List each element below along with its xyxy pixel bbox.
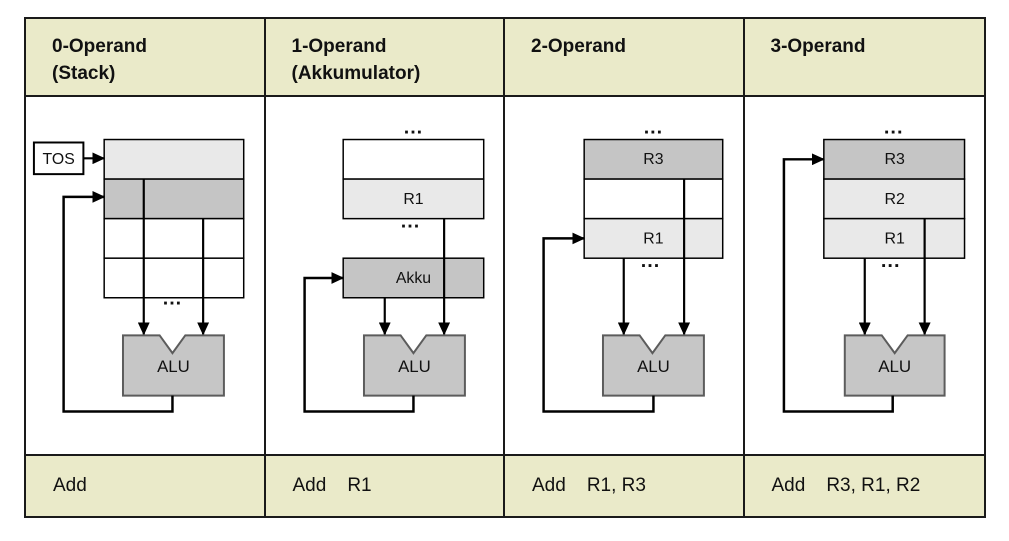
- stack-cell-third: [103, 217, 245, 259]
- header-title: 1-Operand: [291, 36, 387, 57]
- result-feedback-arrow: [542, 232, 655, 413]
- register-label-r1: R1: [403, 191, 423, 208]
- alu-label: ALU: [878, 357, 911, 376]
- ellipsis-top: ...: [644, 117, 663, 139]
- two-operand-architecture-diagram: ... R3 R1 ... ALU: [542, 117, 724, 413]
- result-feedback-arrow: [782, 153, 894, 413]
- register-label-r3: R3: [884, 151, 905, 168]
- column-header-3-operand: 3-Operand: [744, 19, 984, 97]
- ellipsis-middle: ...: [400, 211, 419, 233]
- stack-architecture-diagram: TOS ... ALU: [32, 138, 245, 413]
- register-cell-r3: [583, 138, 724, 180]
- operand-architecture-table: 0-Operand (Stack) 1-Operand (Akkumulator…: [24, 17, 986, 518]
- alu-unit: [843, 334, 946, 397]
- instruction-mnemonic: Add: [292, 475, 327, 496]
- instruction-operands: R1, R3: [586, 475, 646, 496]
- stack-cell-fourth: [103, 257, 245, 299]
- instruction-mnemonic: Add: [771, 475, 806, 496]
- akku-label: Akku: [395, 270, 430, 287]
- alu-unit: [601, 334, 705, 397]
- alu-label: ALU: [637, 357, 670, 376]
- header-subtitle: (Akkumulator): [291, 62, 421, 84]
- register-cell-r1: [341, 178, 484, 220]
- register-cell-blank: [583, 178, 724, 220]
- header-subtitle: (Stack): [52, 62, 116, 84]
- akkumulator-architecture-diagram: ... R1 ... Akku ALU: [302, 117, 484, 413]
- result-feedback-arrow: [302, 272, 415, 413]
- header-title: 0-Operand: [52, 36, 148, 57]
- register-label-r3: R3: [643, 151, 663, 168]
- stack-cell-top: [103, 138, 245, 180]
- column-header-1-operand: 1-Operand (Akkumulator): [265, 19, 505, 97]
- instruction-mnemonic: Add: [532, 475, 566, 496]
- alu-label: ALU: [157, 357, 190, 376]
- result-feedback-arrow: [62, 190, 174, 413]
- alu-unit: [362, 334, 466, 397]
- register-cell-r1: [583, 217, 724, 259]
- instruction-operands: R1: [347, 475, 372, 496]
- instruction-example-1-operand: Add R1: [265, 456, 505, 516]
- register-cell-r3: [822, 138, 965, 180]
- register-cell-blank: [341, 138, 484, 180]
- ellipsis-middle: ...: [641, 250, 660, 272]
- register-cell-r2: [822, 178, 965, 220]
- diagram-0-operand-stack: TOS ... ALU: [26, 97, 266, 456]
- register-label-r1: R1: [884, 230, 905, 247]
- instruction-example-2-operand: Add R1, R3: [505, 456, 745, 516]
- diagram-3-operand: ... R3 R2 R1 ... ALU: [744, 97, 984, 456]
- ellipsis-bottom: ...: [163, 288, 182, 310]
- ellipsis-top: ...: [883, 117, 903, 139]
- three-operand-architecture-diagram: ... R3 R2 R1 ... ALU: [782, 117, 965, 413]
- register-label-r2: R2: [884, 191, 905, 208]
- header-title: 2-Operand: [531, 36, 627, 57]
- ellipsis-middle: ...: [880, 250, 900, 272]
- diagram-2-operand: ... R3 R1 ... ALU: [505, 97, 745, 456]
- column-header-2-operand: 2-Operand: [505, 19, 745, 97]
- instruction-operands: R3, R1, R2: [826, 475, 921, 496]
- header-title: 3-Operand: [770, 36, 866, 57]
- register-cell-r1: [822, 217, 965, 259]
- stack-cell-second: [103, 178, 245, 220]
- tos-label: TOS: [43, 151, 75, 168]
- alu-label: ALU: [398, 357, 431, 376]
- alu-unit: [121, 334, 225, 397]
- column-header-0-operand: 0-Operand (Stack): [26, 19, 266, 97]
- instruction-example-0-operand: Add: [26, 456, 266, 516]
- ellipsis-top: ...: [403, 117, 422, 139]
- instruction-mnemonic: Add: [53, 475, 87, 496]
- instruction-example-3-operand: Add R3, R1, R2: [744, 456, 984, 516]
- diagram-1-operand-akkumulator: ... R1 ... Akku ALU: [265, 97, 505, 456]
- register-label-r1: R1: [643, 230, 663, 247]
